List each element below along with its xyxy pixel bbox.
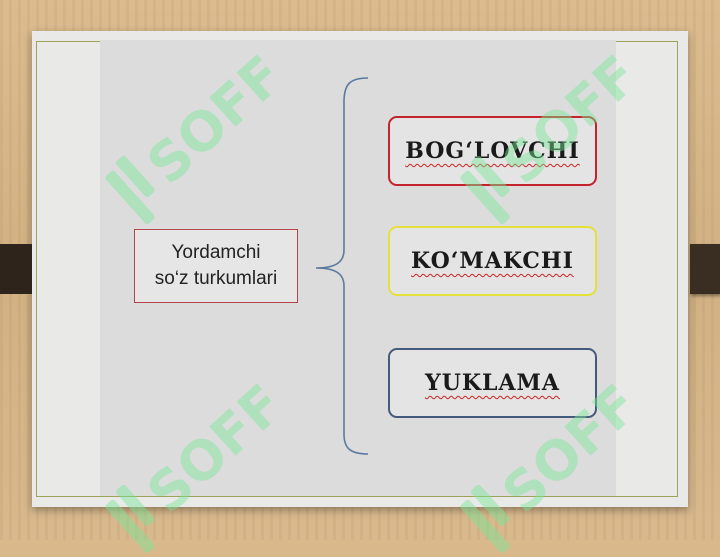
category-box-komakchi: KO‘MAKCHI [388, 226, 597, 296]
category-box-bogluvchi: BOG‘LOVCHI [388, 116, 597, 186]
left-clip-icon [0, 244, 32, 294]
category-box-yuklama: YUKLAMA [388, 348, 597, 418]
category-label: KO‘MAKCHI [411, 248, 574, 274]
right-clip-icon [690, 244, 720, 294]
curly-brace-icon [315, 77, 369, 455]
category-label: YUKLAMA [425, 370, 560, 396]
category-label: BOG‘LOVCHI [405, 138, 580, 164]
source-node: Yordamchi so‘z turkumlari [134, 229, 298, 303]
source-label: Yordamchi so‘z turkumlari [154, 242, 278, 289]
